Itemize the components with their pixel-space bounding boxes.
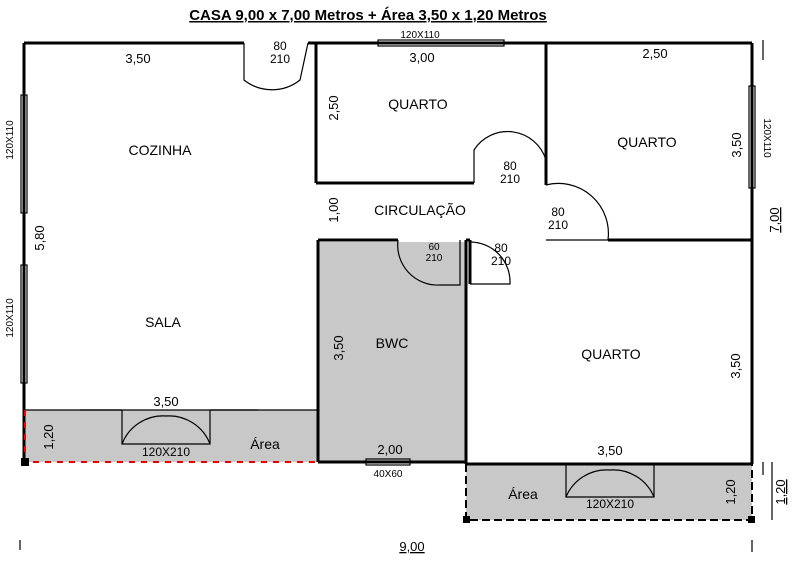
area-outlines [21, 410, 755, 523]
dim-area2-width: 3,50 [597, 443, 622, 458]
dim-bwc-width: 2,00 [377, 442, 402, 457]
room-label-area-1: Área [250, 436, 280, 452]
window-quarto2-right: 120X110 [761, 118, 772, 158]
door-quarto3-width: 80 [494, 241, 508, 255]
dim-area2-height: 1,20 [723, 479, 738, 504]
dim-area2-outer-height: 1,20 [773, 479, 788, 504]
door-quarto1-height: 210 [500, 172, 520, 186]
exterior-walls [22, 41, 754, 466]
door-quarto3-height: 210 [491, 254, 511, 268]
room-label-sala: SALA [145, 314, 181, 330]
window-sala-left: 120X110 [5, 298, 16, 338]
door-bwc-width: 60 [428, 242, 440, 253]
dimension-guides [19, 40, 773, 552]
door-quarto1-width: 80 [503, 159, 517, 173]
dim-circulacao-height: 1,00 [326, 197, 341, 222]
room-label-quarto-1: QUARTO [388, 96, 447, 112]
door-area1-label: 120X210 [142, 445, 190, 459]
windows [20, 39, 756, 466]
dim-left-height: 5,80 [32, 225, 47, 250]
door-area2-label: 120X210 [586, 497, 634, 511]
door-entrance-width: 80 [273, 39, 287, 53]
plan-title: CASA 9,00 x 7,00 Metros + Área 3,50 x 1,… [189, 7, 547, 24]
room-label-quarto-3: QUARTO [581, 346, 640, 362]
window-quarto1-top: 120X110 [400, 30, 440, 41]
dim-area1-height: 1,20 [41, 424, 56, 449]
window-cozinha-left: 120X110 [5, 120, 16, 160]
dim-quarto1-height: 2,50 [326, 95, 341, 120]
dim-quarto1-width: 3,00 [409, 50, 434, 65]
room-label-quarto-2: QUARTO [617, 134, 676, 150]
dim-top-left-width: 3,50 [125, 51, 150, 66]
door-swings [121, 42, 655, 498]
interior-walls [24, 43, 752, 464]
area1-fill [25, 410, 318, 462]
dim-quarto2-height: 3,50 [729, 132, 744, 157]
door-bwc-height: 210 [426, 253, 443, 264]
room-label-cozinha: COZINHA [129, 142, 193, 158]
dim-total-height: 7,00 [767, 207, 782, 232]
area2-fill [466, 464, 752, 520]
door-entrance-height: 210 [270, 52, 290, 66]
dim-quarto2-width: 2,50 [642, 46, 667, 61]
window-bwc-bottom: 40X60 [374, 469, 403, 480]
dim-bwc-height: 3,50 [331, 335, 346, 360]
room-label-bwc: BWC [376, 335, 409, 351]
room-label-area-2: Área [508, 486, 538, 502]
door-quarto2-height: 210 [548, 218, 568, 232]
dim-total-width: 9,00 [399, 539, 424, 554]
room-label-circulacao: CIRCULAÇÃO [374, 202, 466, 218]
door-quarto2-width: 80 [551, 205, 565, 219]
dim-area1-width: 3,50 [153, 394, 178, 409]
bwc-fill [318, 242, 466, 462]
dim-quarto3-height: 3,50 [728, 353, 743, 378]
